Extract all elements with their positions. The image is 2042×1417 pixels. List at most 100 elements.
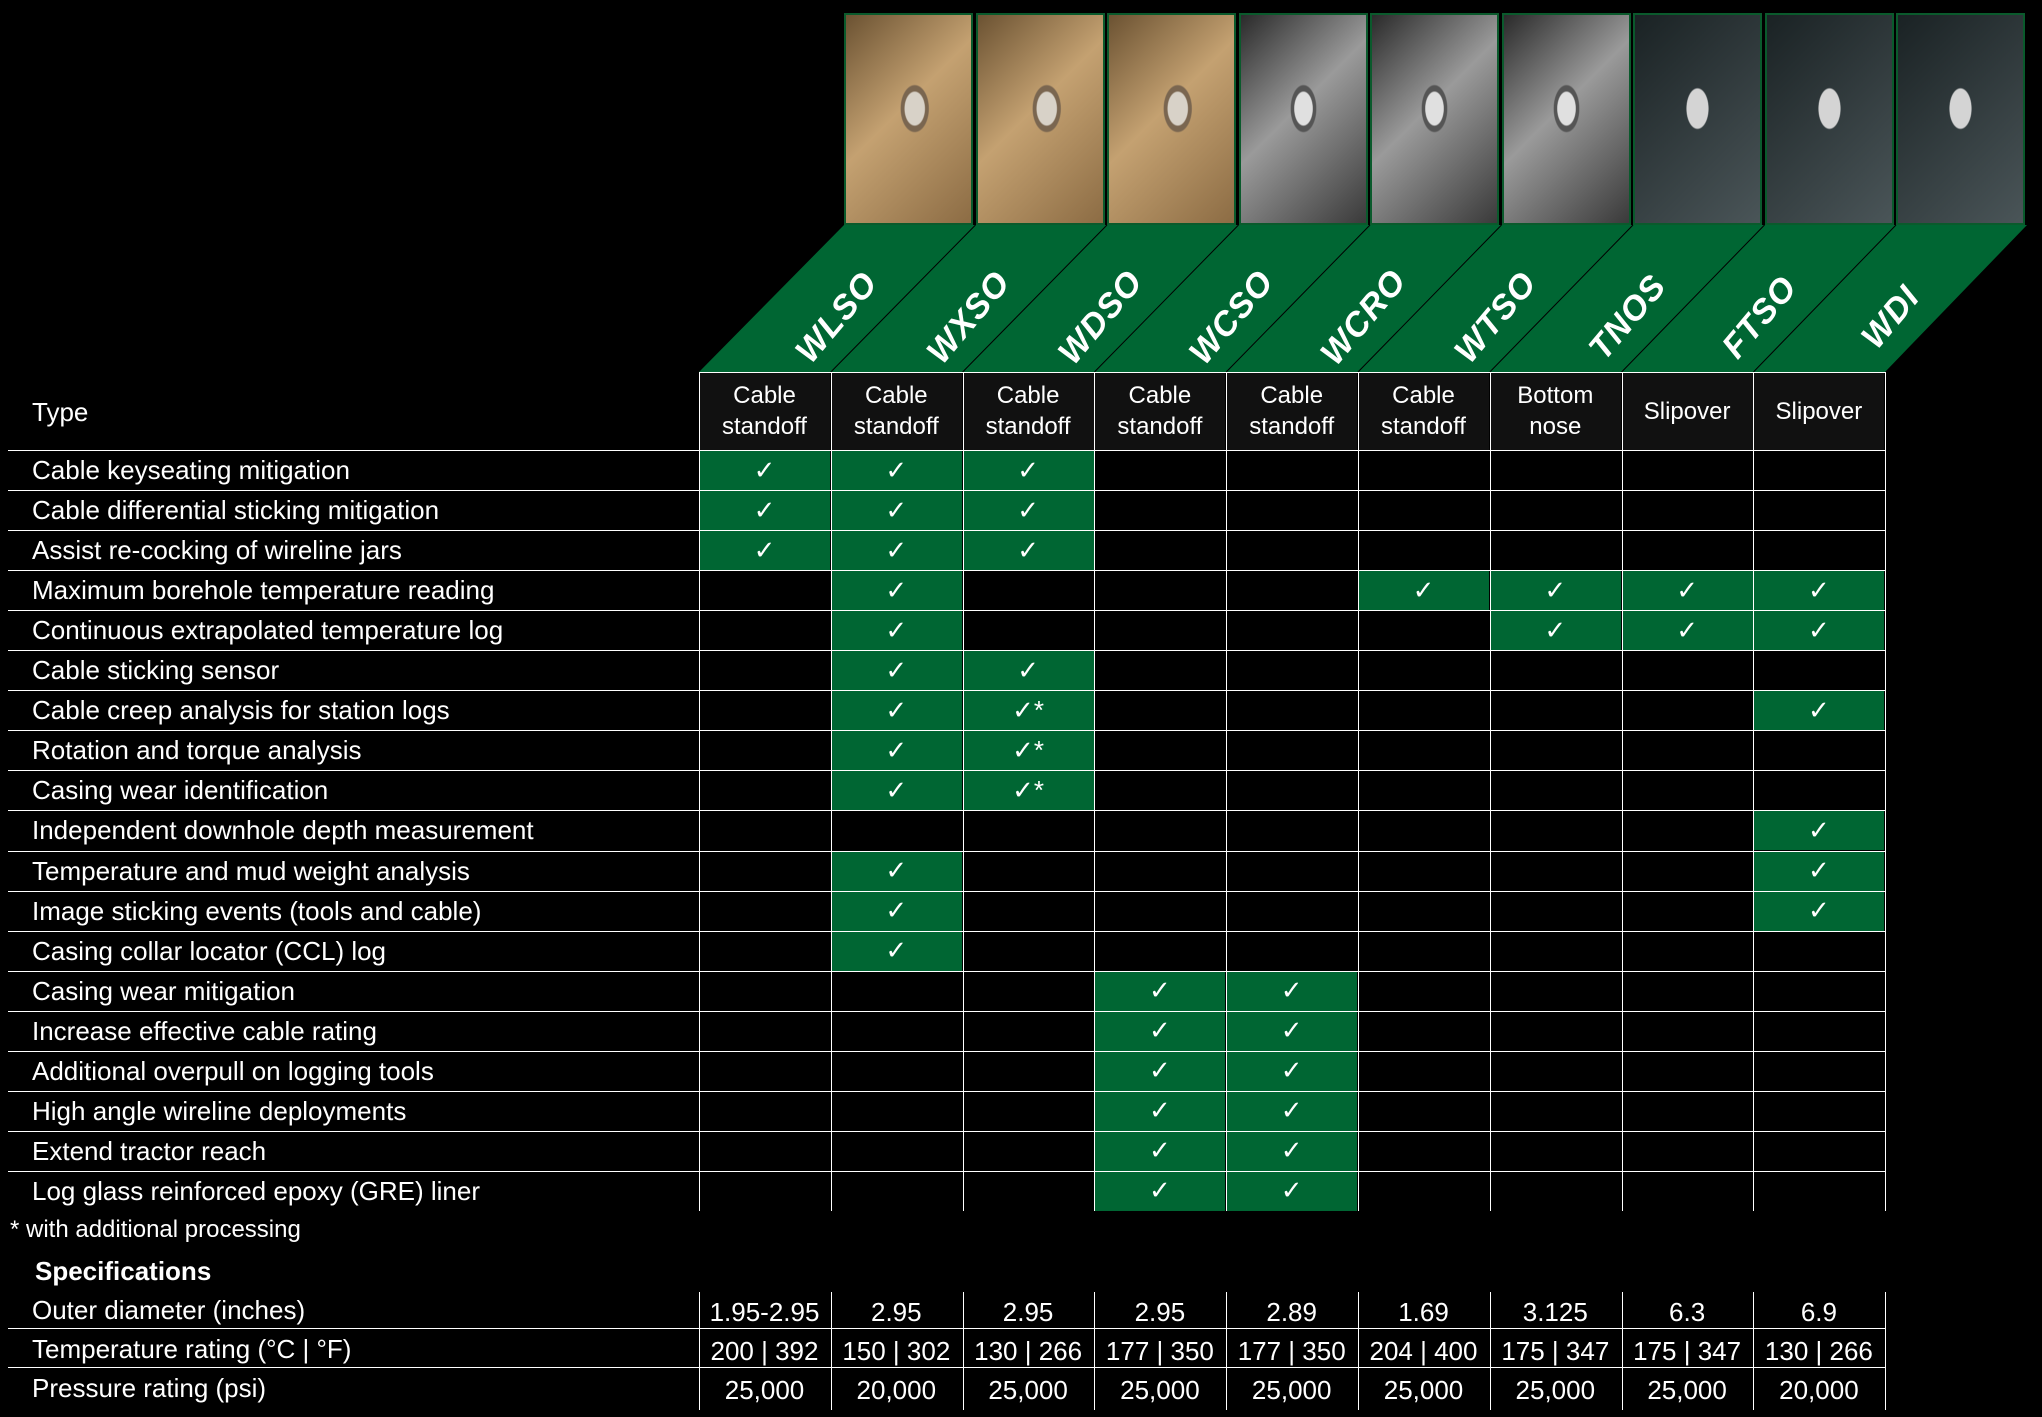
spec-column-divider — [1489, 1292, 1491, 1410]
empty-cell — [1358, 1091, 1489, 1131]
row-divider — [8, 1170, 1885, 1172]
check-mark-cell: ✓ — [830, 490, 962, 531]
spec-value: 20,000 — [1779, 1375, 1859, 1405]
row-divider — [8, 1090, 1885, 1092]
specifications-title: Specifications — [35, 1256, 212, 1286]
empty-cell — [1358, 770, 1489, 810]
column-divider — [1621, 372, 1623, 1211]
tool-image-wtso — [1501, 13, 1631, 225]
spec-value: 2.95 — [1134, 1297, 1186, 1327]
feature-label: High angle wireline deployments — [32, 1095, 407, 1126]
empty-cell — [1490, 851, 1621, 891]
spec-value: 1.95-2.95 — [709, 1297, 820, 1327]
type-header: Type — [32, 397, 89, 427]
empty-cell — [1753, 530, 1884, 570]
check-mark-cell: ✓ — [830, 650, 962, 691]
tool-type-cell: Cable standoff — [1358, 372, 1489, 450]
tool-type-cell: Bottom nose — [1489, 372, 1621, 450]
empty-cell — [1358, 1011, 1489, 1051]
feature-label: Casing wear identification — [32, 775, 329, 806]
spec-value: 25,000 — [1251, 1375, 1332, 1405]
empty-cell — [1490, 530, 1621, 570]
empty-cell — [1753, 971, 1884, 1011]
empty-cell — [1753, 770, 1884, 810]
empty-cell — [1490, 690, 1621, 730]
empty-cell — [699, 690, 830, 730]
spec-value: 25,000 — [724, 1375, 805, 1405]
row-divider — [8, 530, 1885, 532]
band-divider — [1489, 224, 1634, 373]
spec-value: 25,000 — [988, 1375, 1068, 1405]
feature-label: Cable keyseating mitigation — [32, 455, 350, 485]
column-divider — [1489, 372, 1491, 1211]
empty-cell — [1490, 891, 1621, 931]
check-mark-cell: ✓ — [1489, 610, 1621, 651]
empty-cell — [1226, 450, 1357, 490]
empty-cell — [1622, 1131, 1753, 1171]
empty-cell — [1094, 931, 1225, 971]
spec-value: 2.95 — [1002, 1297, 1054, 1327]
check-mark-cell: ✓ — [1753, 890, 1885, 931]
spec-value: 3.125 — [1522, 1297, 1588, 1327]
empty-cell — [1622, 650, 1753, 690]
empty-cell — [1094, 650, 1225, 690]
empty-cell — [1358, 1171, 1489, 1211]
check-mark-cell: ✓ — [1753, 810, 1885, 851]
row-divider — [8, 490, 1885, 492]
empty-cell — [699, 610, 830, 650]
spec-value: 25,000 — [1120, 1375, 1200, 1405]
feature-label: Assist re-cocking of wireline jars — [32, 535, 402, 566]
empty-cell — [1753, 1171, 1884, 1211]
tool-image-wcso — [1238, 13, 1368, 225]
band-divider — [962, 224, 1108, 373]
empty-cell — [1226, 931, 1357, 971]
check-mark-cell: ✓ — [699, 490, 830, 531]
column-divider — [1885, 372, 1887, 1211]
empty-cell — [1358, 891, 1489, 931]
empty-cell — [1490, 1171, 1621, 1211]
check-mark-cell: ✓ — [1621, 610, 1753, 651]
check-mark-cell: ✓ — [1621, 570, 1753, 611]
empty-cell — [1622, 931, 1753, 971]
tool-image-wlso — [844, 13, 973, 225]
spec-column-divider — [1885, 1292, 1887, 1410]
feature-label: Additional overpull on logging tools — [32, 1055, 434, 1086]
spec-column-divider — [1621, 1292, 1623, 1410]
row-divider — [8, 450, 1885, 451]
check-mark-cell: ✓ — [1226, 1050, 1358, 1091]
check-mark-cell: ✓ — [1226, 1010, 1358, 1051]
empty-cell — [1358, 851, 1489, 891]
column-divider — [1094, 372, 1096, 1211]
empty-cell — [1226, 730, 1357, 770]
empty-cell — [963, 1171, 1094, 1211]
empty-cell — [1622, 450, 1753, 490]
empty-cell — [963, 1051, 1094, 1091]
empty-cell — [1622, 490, 1753, 530]
check-mark-cell: ✓ — [1358, 570, 1489, 611]
spec-column-divider — [699, 1292, 700, 1410]
empty-cell — [963, 931, 1094, 971]
check-mark-cell: ✓* — [962, 770, 1094, 811]
empty-cell — [1094, 851, 1225, 891]
band-divider — [1225, 224, 1371, 373]
empty-cell — [963, 1131, 1094, 1171]
column-divider — [1358, 372, 1359, 1211]
empty-cell — [699, 1011, 830, 1051]
check-mark-cell: ✓ — [830, 850, 962, 891]
empty-cell — [1622, 810, 1753, 850]
empty-cell — [1358, 530, 1489, 570]
spec-value: 177 | 350 — [1237, 1336, 1346, 1366]
empty-cell — [1622, 770, 1753, 810]
empty-cell — [831, 1091, 962, 1131]
empty-cell — [1753, 1011, 1884, 1051]
spec-label: Temperature rating (°C | °F) — [32, 1334, 352, 1364]
empty-cell — [831, 1051, 962, 1091]
column-divider — [830, 372, 832, 1211]
empty-cell — [1753, 450, 1884, 490]
tool-type-cell: Cable standoff — [830, 372, 962, 450]
feature-label: Casing wear mitigation — [32, 975, 296, 1006]
empty-cell — [1094, 770, 1225, 810]
empty-cell — [1358, 650, 1489, 690]
empty-cell — [699, 770, 830, 810]
empty-cell — [699, 730, 830, 770]
